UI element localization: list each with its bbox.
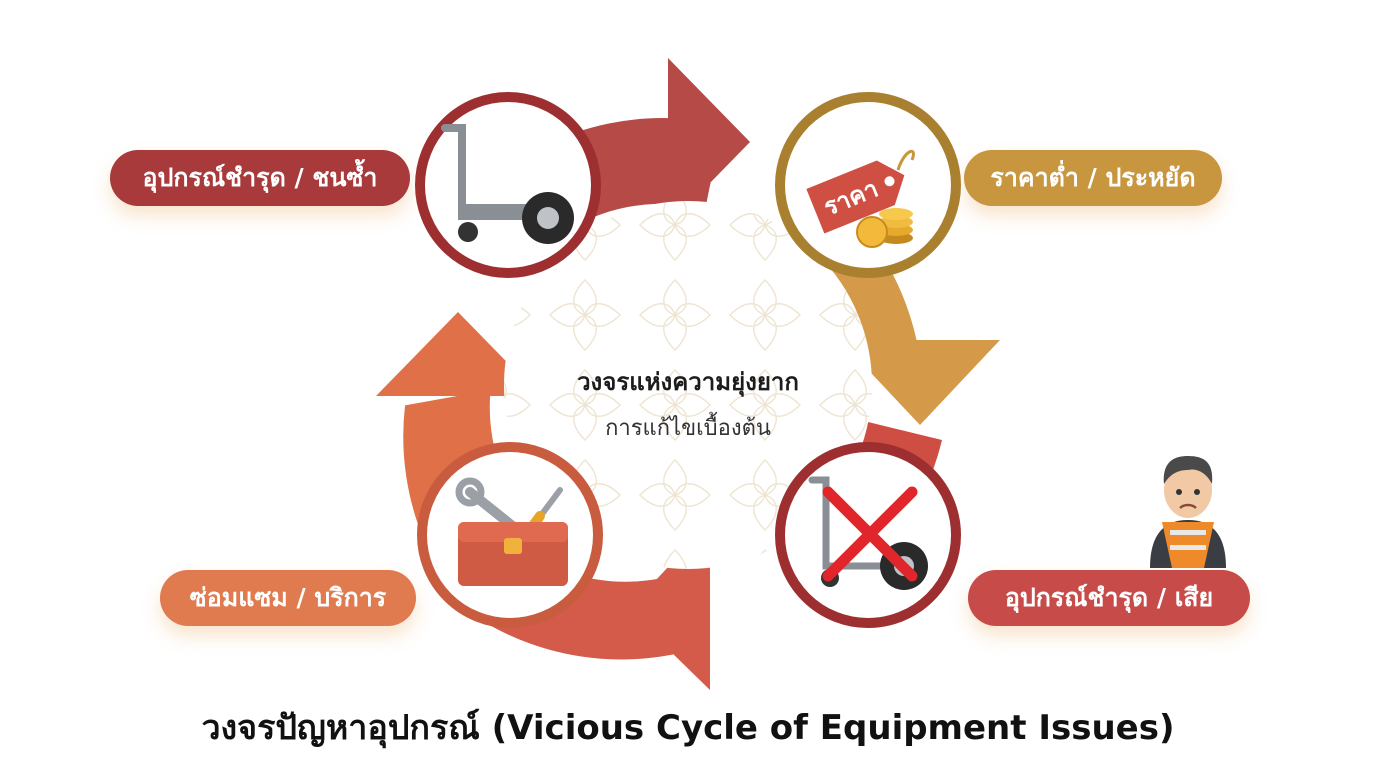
center-subtitle: การแก้ไขเบื้องต้น bbox=[605, 416, 771, 441]
red-x-icon bbox=[822, 486, 918, 582]
coins-icon bbox=[856, 208, 913, 248]
wheel-icon bbox=[458, 222, 478, 242]
toolbox-circle bbox=[417, 442, 603, 628]
center-pattern bbox=[504, 201, 872, 569]
diagram-title: วงจรปัญหาอุปกรณ์ (Vicious Cycle of Equip… bbox=[201, 708, 1175, 748]
worried-worker-icon bbox=[1150, 456, 1226, 568]
hand-truck-circle bbox=[415, 92, 601, 278]
price-tag-circle: ราคา bbox=[775, 92, 961, 278]
broken-equipment-circle bbox=[775, 442, 961, 628]
label-damaged-broken: อุปกรณ์ชำรุด / เสีย bbox=[968, 570, 1250, 626]
arrowhead-top bbox=[668, 58, 750, 226]
price-tag-icon: ราคา bbox=[806, 160, 905, 234]
label-low-price: ราคาต่ำ / ประหยัด bbox=[964, 150, 1222, 206]
label-repair-service: ซ่อมแซม / บริการ bbox=[160, 570, 416, 626]
arrowhead-left bbox=[376, 312, 540, 396]
arrowhead-right bbox=[840, 340, 1000, 425]
broken-hand-truck-icon bbox=[808, 476, 904, 570]
center-title: วงจรแห่งความยุ่งยาก bbox=[577, 368, 799, 396]
label-damaged-repeat: อุปกรณ์ชำรุด / ชนซ้ำ bbox=[110, 150, 410, 206]
